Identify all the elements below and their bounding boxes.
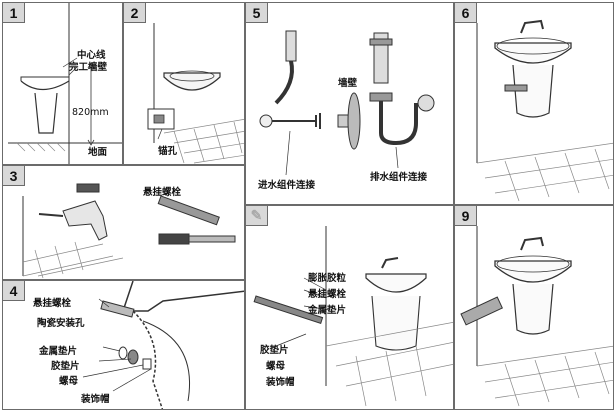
label-hanging-bolt: 悬挂螺栓: [308, 289, 347, 300]
label-rubber-washer: 胶垫片: [51, 361, 80, 372]
label-hanging-bolt: 悬挂螺栓: [143, 187, 182, 198]
step-number: 1: [3, 3, 25, 23]
step-number: 9: [455, 206, 477, 226]
label-wall: 墙壁: [338, 78, 358, 89]
panel-2: 2 锚孔: [123, 2, 245, 165]
label-nut: 螺母: [266, 361, 286, 372]
step-number: 5: [246, 3, 268, 23]
panel-3: 3 悬挂螺栓: [2, 165, 245, 280]
label-floor: 地面: [88, 147, 108, 158]
panel-7: ✎ 膨胀胶粒 悬挂螺栓 金属垫片 胶垫片 螺母 装饰帽: [245, 205, 454, 410]
fastening-assembly-diagram: [253, 226, 453, 407]
label-inlet: 进水组件连接: [258, 180, 316, 191]
label-rubber-washer: 胶垫片: [260, 345, 289, 356]
label-center-line: 中心线: [77, 50, 106, 61]
label-ceramic-hole: 陶瓷安装孔: [37, 318, 85, 329]
pedestal-basin-diagram: [8, 3, 122, 164]
panel-4: 4 悬挂螺栓 陶瓷安装孔 金属垫片 胶垫片 螺母 装饰帽: [2, 280, 245, 410]
step-number: 3: [3, 166, 25, 186]
bolt-assembly-diagram: [82, 281, 244, 409]
wall-basin-anchor-diagram: [147, 23, 244, 164]
panel-9: 9: [454, 205, 614, 410]
label-anchor-hole: 锚孔: [158, 146, 178, 157]
label-finish-wall: 完工墙壁: [69, 62, 108, 73]
label-cap: 装饰帽: [81, 394, 110, 405]
label-nut: 螺母: [59, 376, 79, 387]
sealing-basin-diagram: [460, 226, 613, 407]
label-expansion: 膨胀胶粒: [308, 273, 347, 284]
drilling-diagram: [22, 183, 236, 279]
label-hanging-bolt: 悬挂螺栓: [33, 298, 72, 309]
label-drain: 排水组件连接: [370, 172, 428, 183]
panel-5: 5 墙壁 进水组件连接 排水组件连接: [245, 2, 454, 205]
label-height: 820mm: [72, 107, 109, 118]
plumbing-connection-diagram: [259, 30, 435, 176]
step-number: 2: [124, 3, 146, 23]
label-cap: 装饰帽: [266, 377, 295, 388]
panel-1: 1 中心线 完工墙壁 820mm 地面: [2, 2, 123, 165]
panel-6: 6: [454, 2, 614, 205]
installed-basin-diagram: [476, 19, 613, 202]
label-metal-washer: 金属垫片: [308, 305, 347, 316]
step-number: 4: [3, 281, 25, 301]
step-number: 6: [455, 3, 477, 23]
label-metal-washer: 金属垫片: [39, 346, 78, 357]
step-number: ✎: [246, 206, 268, 226]
